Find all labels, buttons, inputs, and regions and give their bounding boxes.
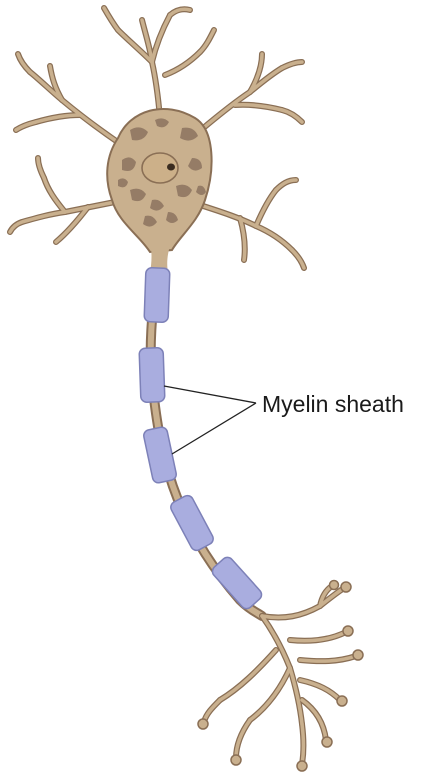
myelin-sheath-segments: [139, 268, 264, 611]
cell-body: [107, 109, 211, 272]
terminal-bulbs: [198, 581, 363, 772]
axon-terminals: [198, 581, 363, 772]
myelin-segment: [139, 348, 165, 403]
leader-line-upper: [164, 386, 256, 403]
myelin-sheath-label: Myelin sheath: [262, 391, 404, 417]
leader-line-lower: [172, 403, 256, 454]
myelin-segment: [143, 426, 178, 484]
nucleolus: [167, 164, 175, 171]
myelin-segment: [169, 494, 216, 553]
myelin-sheath-callout: Myelin sheath: [164, 386, 404, 454]
myelin-segment: [144, 268, 170, 323]
